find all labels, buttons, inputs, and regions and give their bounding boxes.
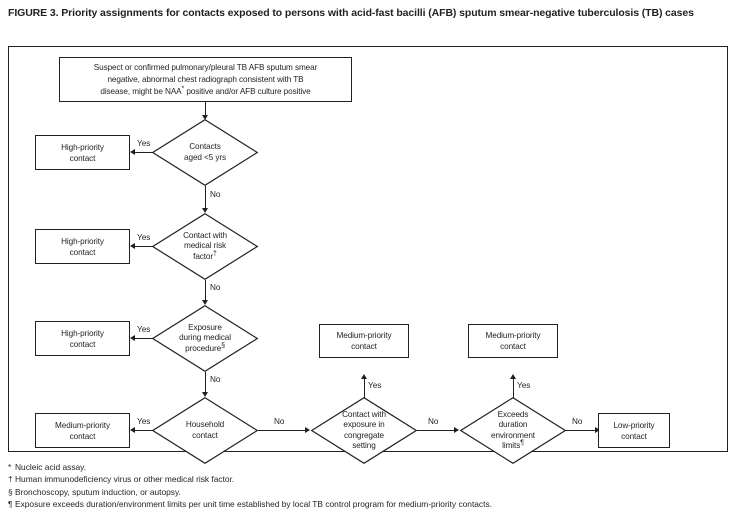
connector-d4-yes bbox=[135, 430, 153, 431]
edge-label-yes-2: Yes bbox=[137, 233, 151, 242]
low-line1: Low-priority bbox=[613, 420, 655, 430]
node-decision-age: Contacts aged <5 yrs bbox=[151, 118, 259, 187]
node-decision-duration-limits: Exceeds duration environment limits¶ bbox=[459, 396, 567, 465]
node-high-priority-1: High-priority contact bbox=[35, 135, 130, 170]
connector-d4-no bbox=[258, 430, 306, 431]
flowchart-frame: Suspect or confirmed pulmonary/pleural T… bbox=[8, 46, 728, 465]
node-low-priority: Low-priority contact bbox=[598, 413, 670, 448]
connector-d5-yes bbox=[364, 378, 365, 398]
node-decision-medical-risk: Contact with medical risk factor† bbox=[151, 212, 259, 281]
arrow-d6-to-med3 bbox=[510, 374, 516, 379]
start-line3-post: positive and/or AFB culture positive bbox=[184, 86, 311, 96]
footnote-text: Human immunodeficiency virus or other me… bbox=[15, 474, 235, 485]
high3-line2: contact bbox=[69, 339, 96, 349]
footnote-item: ¶Exposure exceeds duration/environment l… bbox=[8, 498, 728, 510]
connector-start-to-d1 bbox=[205, 102, 206, 118]
edge-label-yes-1: Yes bbox=[137, 139, 151, 148]
footnote-item: §Bronchoscopy, sputum induction, or auto… bbox=[8, 486, 728, 498]
footnote-text: Nucleic acid assay. bbox=[15, 462, 87, 472]
edge-label-yes-4: Yes bbox=[137, 417, 151, 426]
med2-line2: contact bbox=[351, 342, 377, 351]
node-decision-medical-procedure: Exposure during medical procedure§ bbox=[151, 304, 259, 373]
arrow-d3-to-d4 bbox=[202, 392, 208, 397]
edge-label-no-3: No bbox=[210, 375, 221, 384]
figure-title: FIGURE 3. Priority assignments for conta… bbox=[8, 7, 694, 19]
edge-label-no-5: No bbox=[428, 417, 439, 426]
node-decision-congregate: Contact with exposure in congregate sett… bbox=[310, 396, 418, 465]
start-line3-pre: disease, might be NAA bbox=[100, 86, 182, 96]
arrow-d4-to-med1 bbox=[130, 427, 135, 433]
connector-d3-no bbox=[205, 372, 206, 395]
connector-d6-no bbox=[566, 430, 596, 431]
footnote-text: Exposure exceeds duration/environment li… bbox=[15, 499, 492, 510]
footnote-symbol: § bbox=[8, 486, 13, 497]
edge-label-no-2: No bbox=[210, 283, 221, 292]
arrow-d5-to-med2 bbox=[361, 374, 367, 379]
med3-line2: contact bbox=[500, 342, 526, 351]
edge-label-no-6: No bbox=[572, 417, 583, 426]
diamond-shape-duration-limits bbox=[459, 396, 567, 465]
node-medium-priority-3: Medium-priority contact bbox=[468, 324, 558, 358]
start-line2: negative, abnormal chest radiograph cons… bbox=[107, 74, 304, 84]
high1-line1: High-priority bbox=[61, 142, 104, 152]
connector-d1-no bbox=[205, 186, 206, 211]
arrow-d5-to-d6 bbox=[454, 427, 459, 433]
footnote-text: Bronchoscopy, sputum induction, or autop… bbox=[15, 486, 181, 497]
high2-line2: contact bbox=[69, 247, 96, 257]
footnote-ref-asterisk: * bbox=[181, 84, 185, 92]
diamond-shape-medical-risk bbox=[151, 212, 259, 281]
edge-label-yes-5: Yes bbox=[368, 381, 382, 390]
diamond-shape-age bbox=[151, 118, 259, 187]
arrow-d1-to-high1 bbox=[130, 149, 135, 155]
footnote-item: *Nucleic acid assay. bbox=[8, 461, 728, 473]
arrow-d4-to-d5 bbox=[305, 427, 310, 433]
connector-d1-yes bbox=[135, 152, 153, 153]
edge-label-no-4: No bbox=[274, 417, 285, 426]
footnote-symbol: ¶ bbox=[8, 499, 13, 510]
footnote-item: †Human immunodeficiency virus or other m… bbox=[8, 473, 728, 485]
start-line1: Suspect or confirmed pulmonary/pleural T… bbox=[93, 62, 318, 72]
diamond-shape-congregate bbox=[310, 396, 418, 465]
low-line2: contact bbox=[621, 431, 647, 441]
arrow-d6-to-low bbox=[595, 427, 600, 433]
med1-line1: Medium-priority bbox=[55, 420, 110, 430]
arrow-d2-to-d3 bbox=[202, 300, 208, 305]
diamond-shape-household bbox=[151, 396, 259, 465]
node-medium-priority-1: Medium-priority contact bbox=[35, 413, 130, 448]
arrow-d3-to-high3 bbox=[130, 335, 135, 341]
node-high-priority-3: High-priority contact bbox=[35, 321, 130, 356]
med3-line1: Medium-priority bbox=[485, 331, 541, 340]
footnote-symbol: * bbox=[8, 462, 12, 472]
arrow-start-to-d1 bbox=[202, 115, 208, 120]
med2-line1: Medium-priority bbox=[336, 331, 392, 340]
node-medium-priority-2: Medium-priority contact bbox=[319, 324, 409, 358]
node-start-statement: Suspect or confirmed pulmonary/pleural T… bbox=[59, 57, 352, 102]
connector-d3-yes bbox=[135, 338, 153, 339]
diamond-shape-medical-procedure bbox=[151, 304, 259, 373]
footnote-list: *Nucleic acid assay. †Human immunodefici… bbox=[8, 461, 728, 511]
high1-line2: contact bbox=[69, 153, 96, 163]
node-high-priority-2: High-priority contact bbox=[35, 229, 130, 264]
med1-line2: contact bbox=[69, 431, 96, 441]
arrow-d2-to-high2 bbox=[130, 243, 135, 249]
edge-label-yes-3: Yes bbox=[137, 325, 151, 334]
node-decision-household: Household contact bbox=[151, 396, 259, 465]
edge-label-no-1: No bbox=[210, 190, 221, 199]
arrow-d1-to-d2 bbox=[202, 208, 208, 213]
high3-line1: High-priority bbox=[61, 328, 104, 338]
footnote-symbol: † bbox=[8, 474, 13, 485]
high2-line1: High-priority bbox=[61, 236, 104, 246]
connector-d2-no bbox=[205, 280, 206, 303]
edge-label-yes-6: Yes bbox=[517, 381, 531, 390]
connector-d2-yes bbox=[135, 246, 153, 247]
connector-d5-no bbox=[417, 430, 455, 431]
connector-d6-yes bbox=[513, 378, 514, 398]
